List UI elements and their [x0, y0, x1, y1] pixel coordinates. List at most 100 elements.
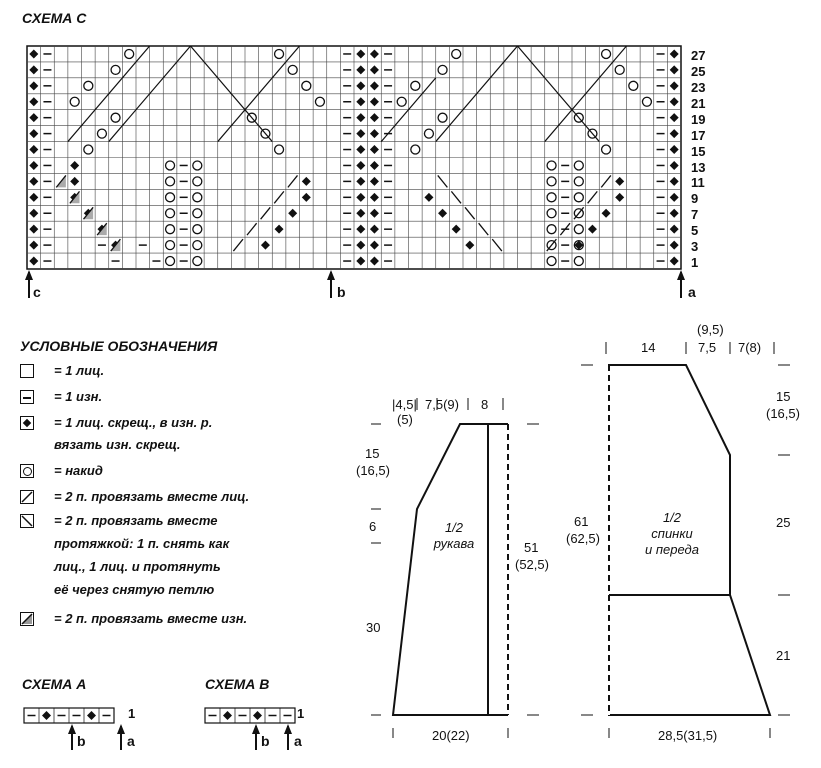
circle-square-icon: [20, 464, 34, 478]
circle-cell: [96, 128, 108, 139]
slash-cell: [110, 238, 121, 252]
circle-cell: [164, 160, 176, 171]
circle-cell: [546, 208, 557, 219]
circle-cell: [614, 64, 625, 76]
diamond-cell: [669, 256, 679, 266]
backslash-cell: [464, 206, 476, 220]
circle-cell: [410, 144, 421, 155]
diamond-cell: [669, 176, 679, 186]
backslash-cell: [437, 175, 448, 188]
diamond-cell: [301, 176, 311, 186]
diamond-cell: [465, 240, 475, 250]
diamond-cell: [356, 208, 366, 218]
chart-a-marker-a: a: [127, 733, 135, 749]
chart-b-arrow-b-head: [252, 724, 260, 734]
row-number: 11: [691, 175, 705, 191]
diagonal-line: [380, 77, 437, 142]
diamond-cell: [29, 81, 39, 91]
diamond-cell: [669, 160, 679, 170]
circle-cell: [192, 255, 203, 267]
slash-square-icon: [20, 490, 34, 504]
circle-cell: [124, 48, 135, 60]
circle-cell: [164, 176, 176, 187]
circle-cell: [437, 112, 448, 123]
diamond-cell: [574, 240, 584, 250]
circle-cell: [587, 128, 598, 139]
diamond-cell: [356, 145, 366, 155]
slash-cell: [55, 175, 67, 188]
slash-cell: [600, 175, 612, 188]
diamond-cell: [669, 129, 679, 139]
legend-item-twisted: = 1 лиц. скрещ., в изн. р.вязать изн. ск…: [20, 414, 212, 460]
backslash-cell: [478, 222, 489, 236]
diamond-cell: [369, 145, 379, 155]
marker-b-label: b: [337, 284, 346, 300]
row-number: 13: [691, 159, 706, 175]
diamond-cell: [70, 160, 80, 170]
circle-cell: [410, 80, 421, 91]
chart-b-title: СХЕМА В: [205, 676, 270, 692]
chart-b-row-number: 1: [297, 706, 305, 721]
circle-cell: [396, 96, 407, 107]
circle-cell: [546, 224, 557, 235]
diamond-cell: [669, 240, 679, 250]
diamond-cell: [356, 224, 366, 234]
legend-item-yarn-over: = накид: [20, 462, 103, 484]
circle-cell: [641, 96, 653, 107]
slash-cell: [69, 190, 81, 204]
marker-a-arrow-head: [677, 270, 685, 280]
diamond-cell: [356, 192, 366, 202]
marker-c-arrow-head: [25, 270, 33, 280]
circle-cell: [546, 255, 557, 267]
circle-cell: [192, 208, 203, 219]
diamond-cell: [29, 224, 39, 234]
body-right-dim-1: 15: [776, 389, 791, 404]
diamond-cell: [438, 208, 448, 218]
diamond-cell: [356, 240, 366, 250]
circle-cell: [260, 128, 271, 139]
diamond-cell: [356, 176, 366, 186]
diamond-cell: [29, 129, 39, 139]
circle-cell: [287, 64, 298, 76]
diamond-cell: [669, 192, 679, 202]
chart-b-diamond: [253, 711, 262, 720]
body-top-dim-1: 14: [641, 340, 656, 355]
diamond-cell: [369, 49, 379, 59]
slash-cell: [287, 175, 299, 188]
marker-b-arrow-head: [327, 270, 335, 280]
diamond-cell: [615, 192, 625, 202]
circle-cell: [546, 160, 557, 171]
diamond-cell: [669, 113, 679, 123]
diamond-cell: [369, 208, 379, 218]
circle-cell: [573, 160, 584, 171]
circle-cell: [573, 176, 584, 187]
circle-cell: [573, 224, 584, 235]
diamond-cell: [29, 192, 39, 202]
diamond-cell: [301, 192, 311, 202]
circle-cell: [83, 80, 94, 91]
circle-cell: [301, 80, 312, 91]
circle-cell: [164, 208, 176, 219]
slash-cell: [246, 222, 258, 236]
chart-a-arrow-a-head: [117, 724, 125, 734]
chart-b-diamond: [223, 711, 232, 720]
diamond-cell: [356, 81, 366, 91]
sleeve-top-dim-3: 8: [481, 397, 489, 412]
diamond-cell: [369, 81, 379, 91]
sleeve-outline: [391, 423, 489, 716]
diamond-cell: [669, 81, 679, 91]
row-number: 27: [691, 48, 706, 63]
diamond-cell: [288, 208, 298, 218]
diamond-cell: [29, 256, 39, 266]
circle-cell: [192, 192, 203, 203]
chart-a-arrow-b-head: [68, 724, 76, 734]
diagonal-line: [517, 45, 600, 142]
diamond-cell: [29, 97, 39, 107]
diamond-cell: [369, 65, 379, 75]
backslash-cell: [491, 238, 503, 252]
diamond-cell: [356, 97, 366, 107]
diamond-cell: [369, 97, 379, 107]
diamond-cell: [369, 176, 379, 186]
